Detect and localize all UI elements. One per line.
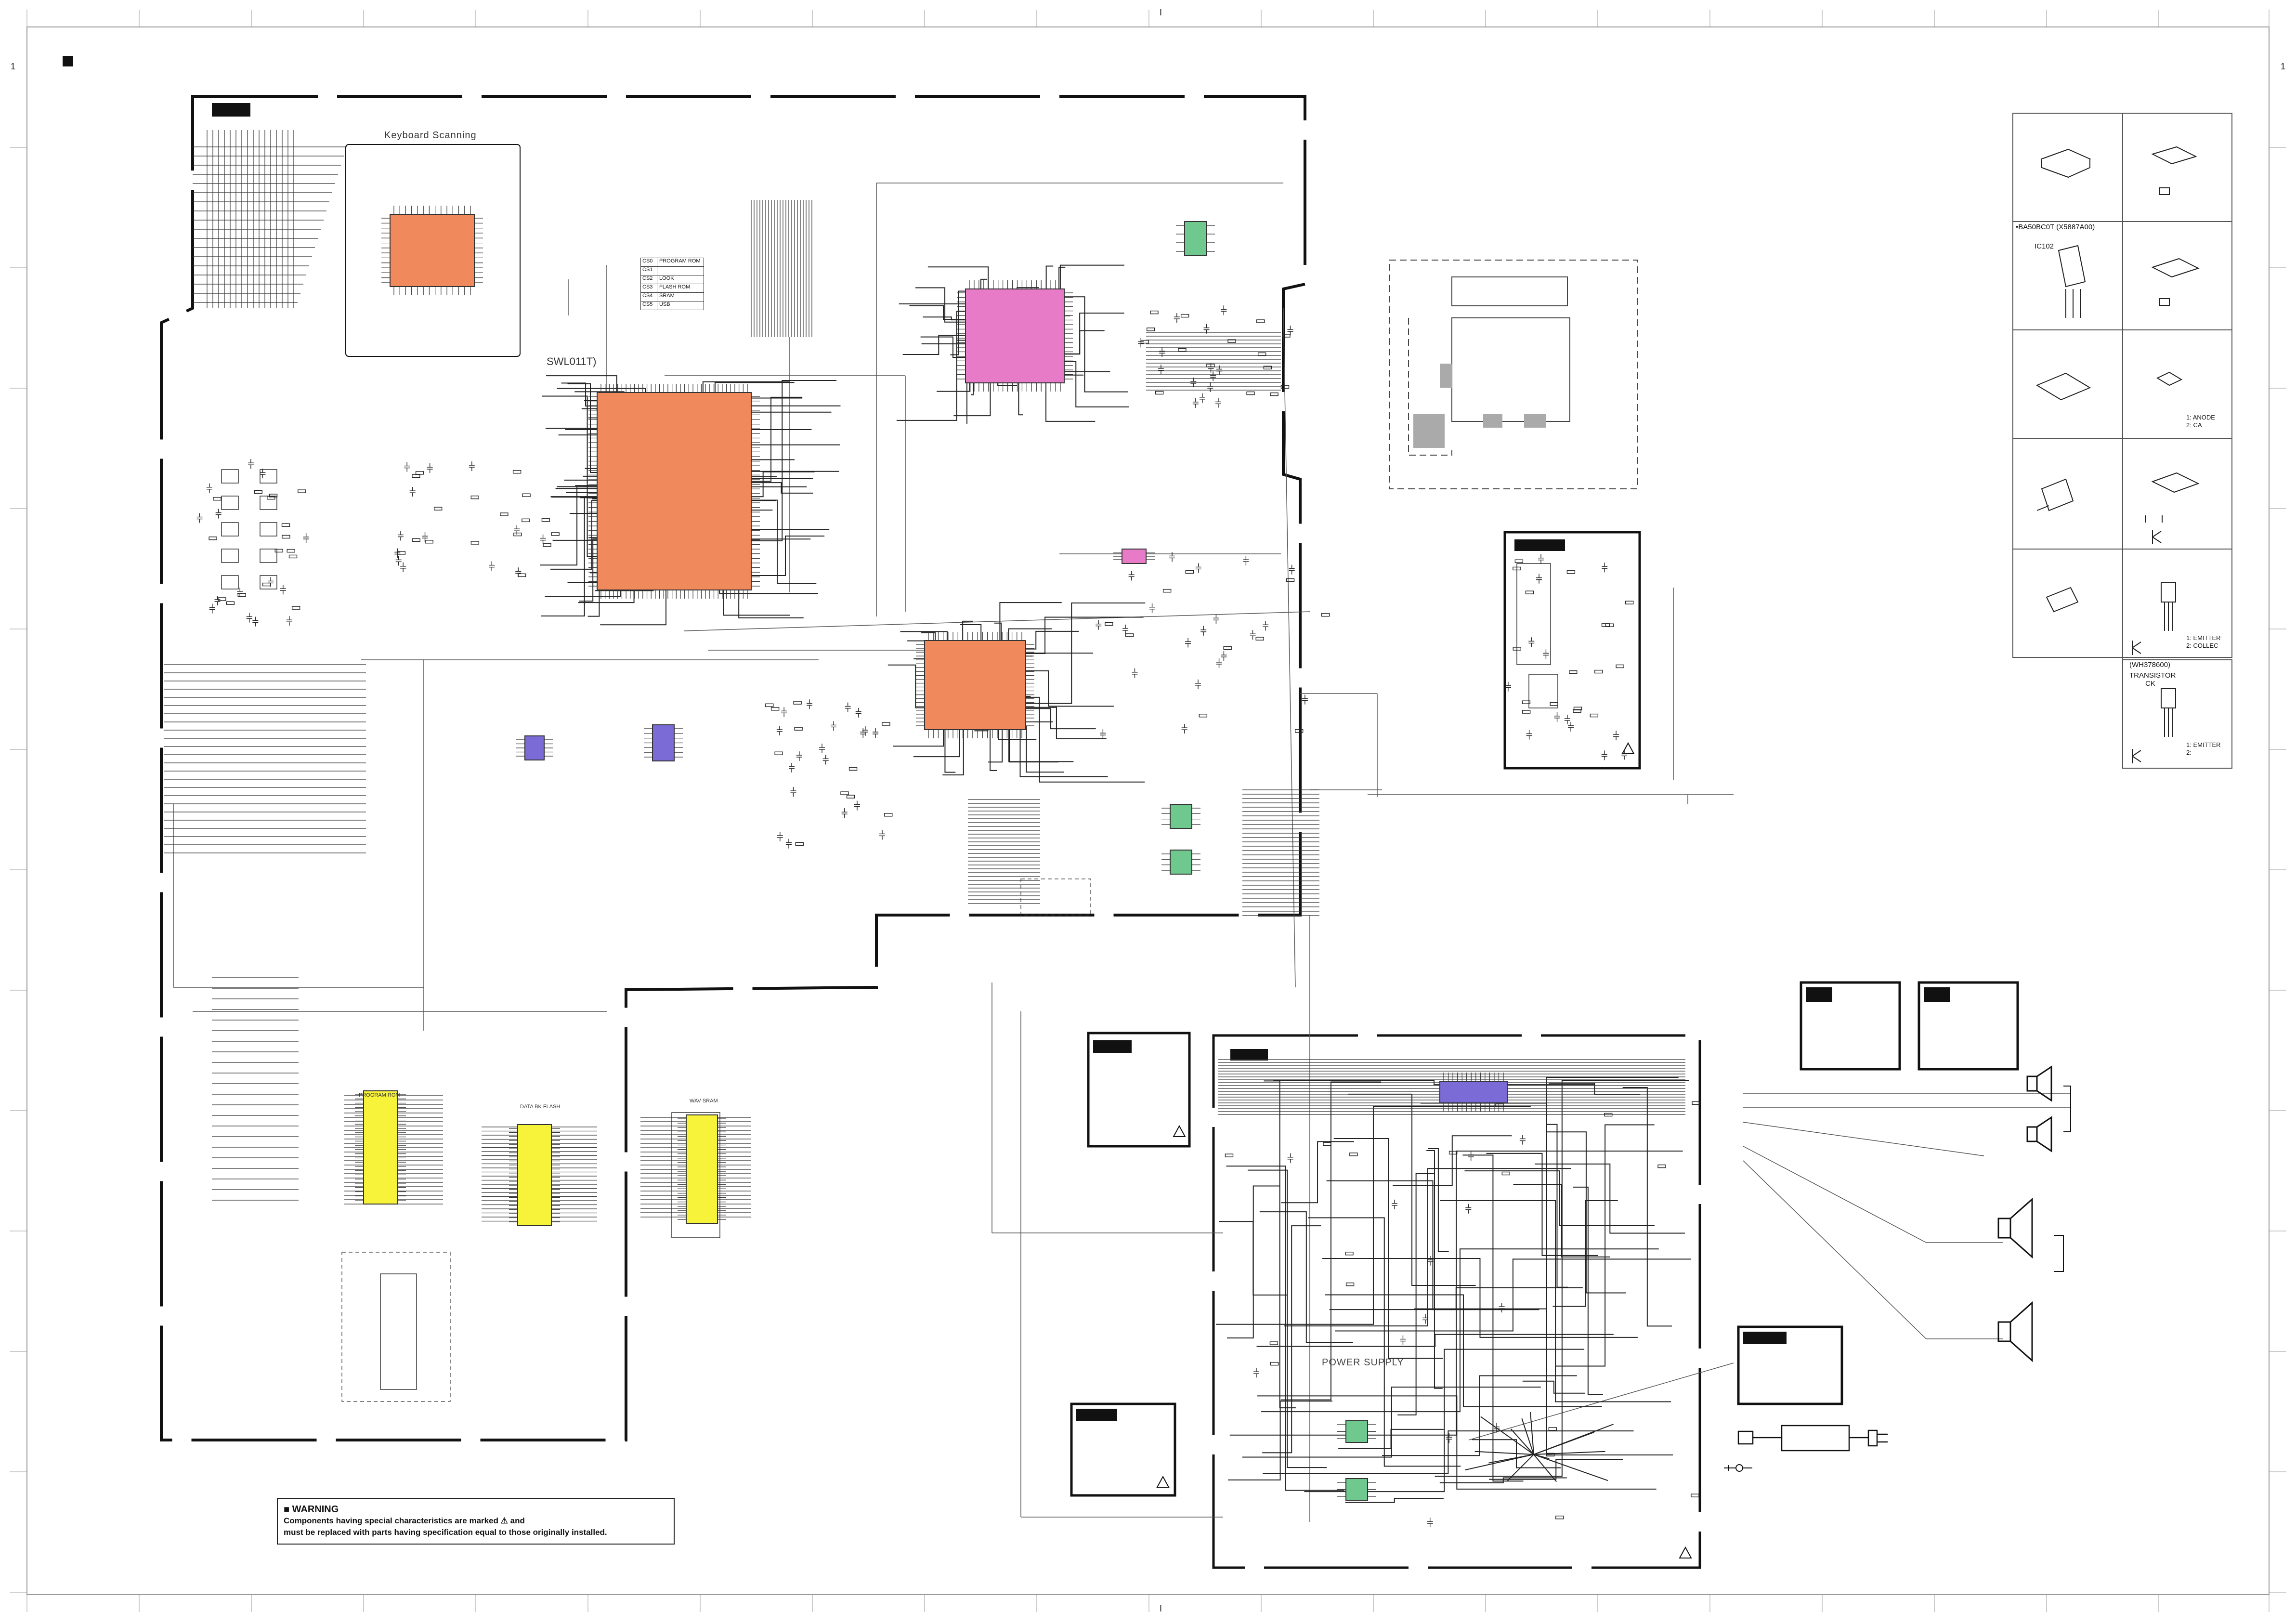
grey-wiring xyxy=(173,183,2071,1522)
program-rom-label: PROGRAM ROM xyxy=(359,1092,400,1098)
warning-line2: must be replaced with parts having speci… xyxy=(284,1528,607,1537)
main-cpu-ic xyxy=(588,384,760,599)
passive-components xyxy=(196,305,1700,1527)
opamp-ic-2 xyxy=(1161,850,1200,875)
diode-pin2: 2: CA xyxy=(2186,421,2202,429)
switch-block xyxy=(260,469,277,484)
corner-marker xyxy=(63,56,73,66)
switch-block xyxy=(221,549,239,563)
switch-block xyxy=(221,469,239,484)
edge-number-right: 1 xyxy=(2281,62,2286,71)
usb-regulator-ic xyxy=(1176,221,1215,256)
transistor-suffix: CK xyxy=(2145,680,2155,688)
warning-triangles xyxy=(1156,742,1692,1559)
aux-ic-0 xyxy=(671,1112,720,1238)
switch-block xyxy=(260,496,277,510)
sub-board-tags xyxy=(1076,539,1950,1421)
usb-controller-ic xyxy=(957,280,1073,392)
diode-pin1: 1: ANODE xyxy=(2186,414,2215,421)
aux-ic-2 xyxy=(1516,563,1551,665)
main-board-tag xyxy=(212,103,250,117)
main-board-outline xyxy=(160,95,1306,1441)
lcd-module-box xyxy=(1389,260,1638,489)
regulator-title: •BA50BC0T (X5887A00) xyxy=(2016,223,2095,231)
regulator-ic-2 xyxy=(1337,1478,1376,1501)
transistor-pin2: 2: COLLEC xyxy=(2186,642,2218,649)
transistor-heading: TRANSISTOR xyxy=(2129,671,2176,680)
ic-packages xyxy=(355,206,1558,1501)
data-flash-ic xyxy=(509,1124,560,1226)
switch-block xyxy=(221,496,239,510)
edge-mark-bottom: I xyxy=(1160,1604,1162,1613)
regulator-ref: IC102 xyxy=(2035,242,2054,250)
legend-transistor-symbols xyxy=(2132,515,2163,763)
reset-ic xyxy=(1113,549,1155,564)
transistor2-pin2: 2: xyxy=(2186,749,2192,756)
switch-block xyxy=(221,522,239,537)
sub-board-outlines xyxy=(1070,531,2019,1569)
switch-block xyxy=(260,575,277,589)
test-point-box xyxy=(1020,878,1091,916)
keyboard-controller-ic xyxy=(381,206,483,295)
transistor-pin1: 1: EMITTER xyxy=(2186,634,2221,642)
polarity-symbol xyxy=(1724,1464,1752,1472)
aux-ic-1 xyxy=(380,1273,417,1390)
keyboard-scanning-title: Keyboard Scanning xyxy=(384,130,477,141)
warning-line1: Components having special characteristic… xyxy=(284,1516,525,1525)
regulator-ic-1 xyxy=(1337,1420,1376,1443)
keyboard-box xyxy=(345,144,521,357)
dac-ic xyxy=(516,735,553,760)
sram-label: WAV SRAM xyxy=(690,1098,718,1104)
switch-block xyxy=(260,522,277,537)
ac-adaptor-symbol xyxy=(1737,1425,1888,1452)
sram-ic xyxy=(678,1114,726,1224)
tone-generator-ic xyxy=(916,632,1034,738)
switch-block xyxy=(221,575,239,589)
keyboard-module-label: SWL011T) xyxy=(547,355,597,367)
codec-ic xyxy=(644,724,683,761)
parts-legend-symbols xyxy=(2035,146,2200,737)
power-amp-ic xyxy=(1439,1073,1508,1112)
rom-option-box xyxy=(341,1252,451,1402)
switch-block xyxy=(260,549,277,563)
warning-title: ■ WARNING xyxy=(284,1504,339,1515)
chip-select-row: CS1 xyxy=(641,267,704,275)
data-flash-label: DATA BK FLASH xyxy=(520,1104,561,1110)
program-rom-ic xyxy=(355,1090,406,1205)
warning-box: ■ WARNING Components having special char… xyxy=(277,1498,675,1545)
transistor-part: (WH378600) xyxy=(2129,661,2171,669)
power-supply-label: POWER SUPPLY xyxy=(1322,1357,1404,1368)
bus-lines xyxy=(164,130,1685,1402)
page-frame xyxy=(10,10,2286,1612)
edge-number-left: 1 xyxy=(11,62,16,71)
transistor2-pin1: 1: EMITTER xyxy=(2186,741,2221,748)
edge-mark-top: I xyxy=(1160,8,1162,17)
aux-ic-3 xyxy=(1528,674,1558,708)
speaker-symbols xyxy=(1997,1065,2071,1362)
parts-legend-grid xyxy=(2012,113,2232,769)
opamp-ic-1 xyxy=(1161,804,1200,829)
